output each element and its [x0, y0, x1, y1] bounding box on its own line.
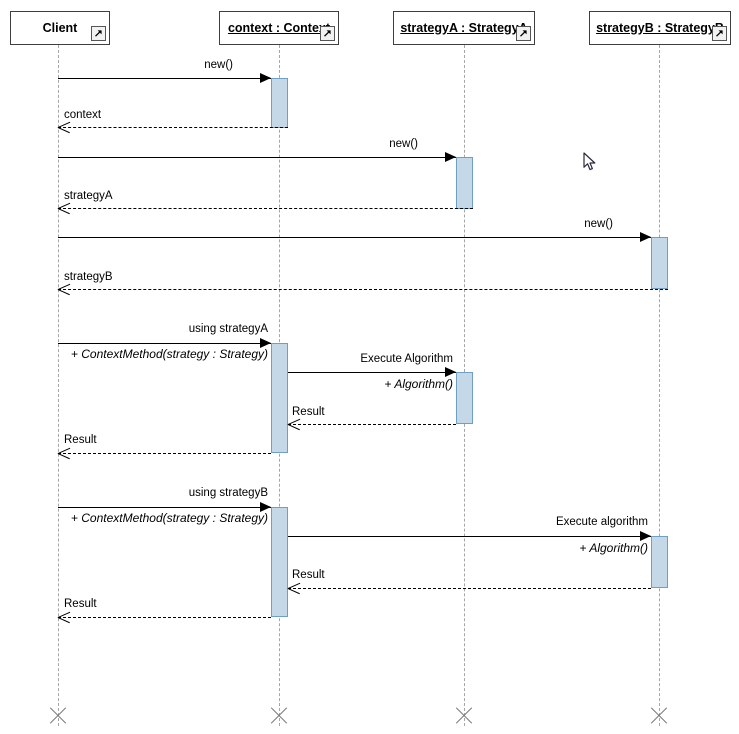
- activation-bar-act-context-2: [271, 343, 288, 453]
- activation-bar-act-strategyA-2: [456, 372, 473, 424]
- lifeline-header-label-strategyB: strategyB : StrategyB: [596, 20, 724, 35]
- destroy-context-marker: [268, 705, 290, 727]
- activation-bar-act-context-3: [271, 507, 288, 617]
- lifeline-header-label-strategyA: strategyA : StrategyA: [400, 20, 528, 35]
- message-label-m9: Result: [292, 406, 325, 418]
- message-arrowhead-m12: [640, 531, 651, 541]
- message-label-m7: using strategyA: [188, 323, 268, 335]
- message-arrowhead-m11: [260, 502, 271, 512]
- message-arrowhead-m1: [260, 73, 271, 83]
- message-label-m12: Execute algorithm: [555, 516, 648, 528]
- message-label-m14: Result: [64, 598, 97, 610]
- message-arrowhead-m6: [58, 283, 70, 295]
- message-line-m6: [58, 289, 668, 290]
- lifeline-header-label-context: context : Context: [227, 20, 331, 35]
- message-arrowhead-m10: [58, 447, 70, 459]
- activation-bar-act-context-1: [271, 78, 288, 128]
- lifeline-client: [58, 45, 59, 726]
- message-label-m13: Result: [292, 569, 325, 581]
- lifeline-header-label-client: Client: [42, 20, 78, 35]
- lifeline-strategyB: [659, 45, 660, 726]
- message-label-m5: new(): [584, 218, 613, 230]
- message-arrowhead-m3: [445, 152, 456, 162]
- message-arrowhead-m5: [640, 232, 651, 242]
- message-line-m14: [58, 617, 271, 618]
- message-arrowhead-m13: [288, 582, 300, 594]
- message-line-m8: [288, 372, 456, 373]
- lifeline-header-context[interactable]: context : Context: [219, 11, 339, 45]
- message-line-m1: [58, 78, 271, 79]
- message-line-m4: [58, 208, 473, 209]
- message-line-m5: [58, 237, 651, 238]
- destroy-client-marker: [47, 705, 69, 727]
- message-label-m10: Result: [64, 434, 97, 446]
- message-line-m2: [58, 127, 288, 128]
- activation-bar-act-strategyB-2: [651, 536, 668, 588]
- open-in-new-icon[interactable]: [712, 26, 727, 41]
- destroy-strategyB-marker: [648, 705, 670, 727]
- message-arrowhead-m8: [445, 367, 456, 377]
- message-label-m3: new(): [389, 138, 418, 150]
- lifeline-header-strategyA[interactable]: strategyA : StrategyA: [393, 11, 535, 45]
- message-sublabel-m11: + ContextMethod(strategy : Strategy): [70, 511, 268, 525]
- message-line-m9: [288, 424, 456, 425]
- message-label-m6: strategyB: [64, 271, 113, 283]
- message-label-m4: strategyA: [64, 190, 113, 202]
- message-label-m8: Execute Algorithm: [360, 353, 453, 365]
- message-arrowhead-m7: [260, 338, 271, 348]
- message-line-m13: [288, 588, 651, 589]
- open-in-new-icon[interactable]: [91, 26, 106, 41]
- message-arrowhead-m9: [288, 418, 300, 430]
- message-label-m2: context: [64, 109, 102, 121]
- destroy-strategyA-marker: [453, 705, 475, 727]
- message-sublabel-m8: + Algorithm(): [384, 377, 453, 391]
- lifeline-header-client[interactable]: Client: [10, 11, 110, 45]
- open-in-new-icon[interactable]: [320, 26, 335, 41]
- message-sublabel-m12: + Algorithm(): [579, 541, 648, 555]
- message-sublabel-m7: + ContextMethod(strategy : Strategy): [70, 347, 268, 361]
- message-label-m11: using strategyB: [188, 487, 268, 499]
- message-line-m3: [58, 157, 456, 158]
- message-line-m7: [58, 343, 271, 344]
- open-in-new-icon[interactable]: [516, 26, 531, 41]
- activation-bar-act-strategyB-1: [651, 237, 668, 289]
- message-line-m11: [58, 507, 271, 508]
- mouse-pointer-cursor: [583, 152, 597, 177]
- lifeline-header-strategyB[interactable]: strategyB : StrategyB: [589, 11, 731, 45]
- message-arrowhead-m2: [58, 121, 70, 133]
- message-line-m10: [58, 453, 271, 454]
- message-label-m1: new(): [204, 59, 233, 71]
- message-arrowhead-m14: [58, 611, 70, 623]
- activation-bar-act-strategyA-1: [456, 157, 473, 209]
- message-line-m12: [288, 536, 651, 537]
- message-arrowhead-m4: [58, 202, 70, 214]
